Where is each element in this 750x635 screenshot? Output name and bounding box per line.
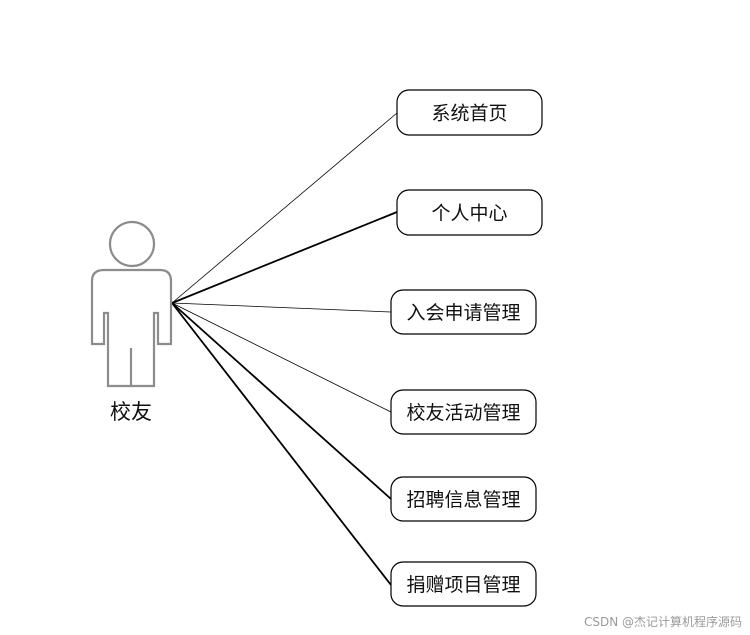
use-case-label: 捐赠项目管理 [406, 574, 520, 596]
use-case-box [396, 189, 543, 236]
association-line-3 [171, 302, 392, 313]
association-line-4 [171, 302, 392, 413]
use-case-label: 校友活动管理 [406, 402, 520, 424]
use-case-box [390, 561, 537, 607]
use-case-6: 捐赠项目管理 [390, 561, 537, 607]
actor-figure [90, 220, 173, 388]
actor-head [108, 220, 156, 268]
use-case-1: 系统首页 [396, 89, 543, 136]
use-case-5: 招聘信息管理 [390, 476, 537, 522]
association-line-6 [171, 302, 392, 586]
actor-body [90, 268, 173, 388]
use-case-label: 系统首页 [431, 103, 507, 125]
use-case-label: 招聘信息管理 [406, 489, 520, 511]
use-case-label: 个人中心 [431, 203, 507, 225]
use-case-4: 校友活动管理 [390, 389, 537, 435]
use-case-2: 个人中心 [396, 189, 543, 236]
association-line-1 [171, 112, 398, 304]
use-case-3: 入会申请管理 [390, 289, 537, 335]
use-case-box [390, 476, 537, 522]
association-line-5 [171, 302, 392, 500]
associations [171, 112, 398, 586]
use-case-box [390, 389, 537, 435]
use-case-box [390, 289, 537, 335]
actor-label: 校友 [110, 400, 152, 424]
use-case-label: 入会申请管理 [406, 302, 520, 324]
watermark-text: CSDN @杰记计算机程序源码 [584, 614, 742, 629]
use-case-box [396, 89, 543, 136]
association-line-2 [171, 211, 398, 304]
